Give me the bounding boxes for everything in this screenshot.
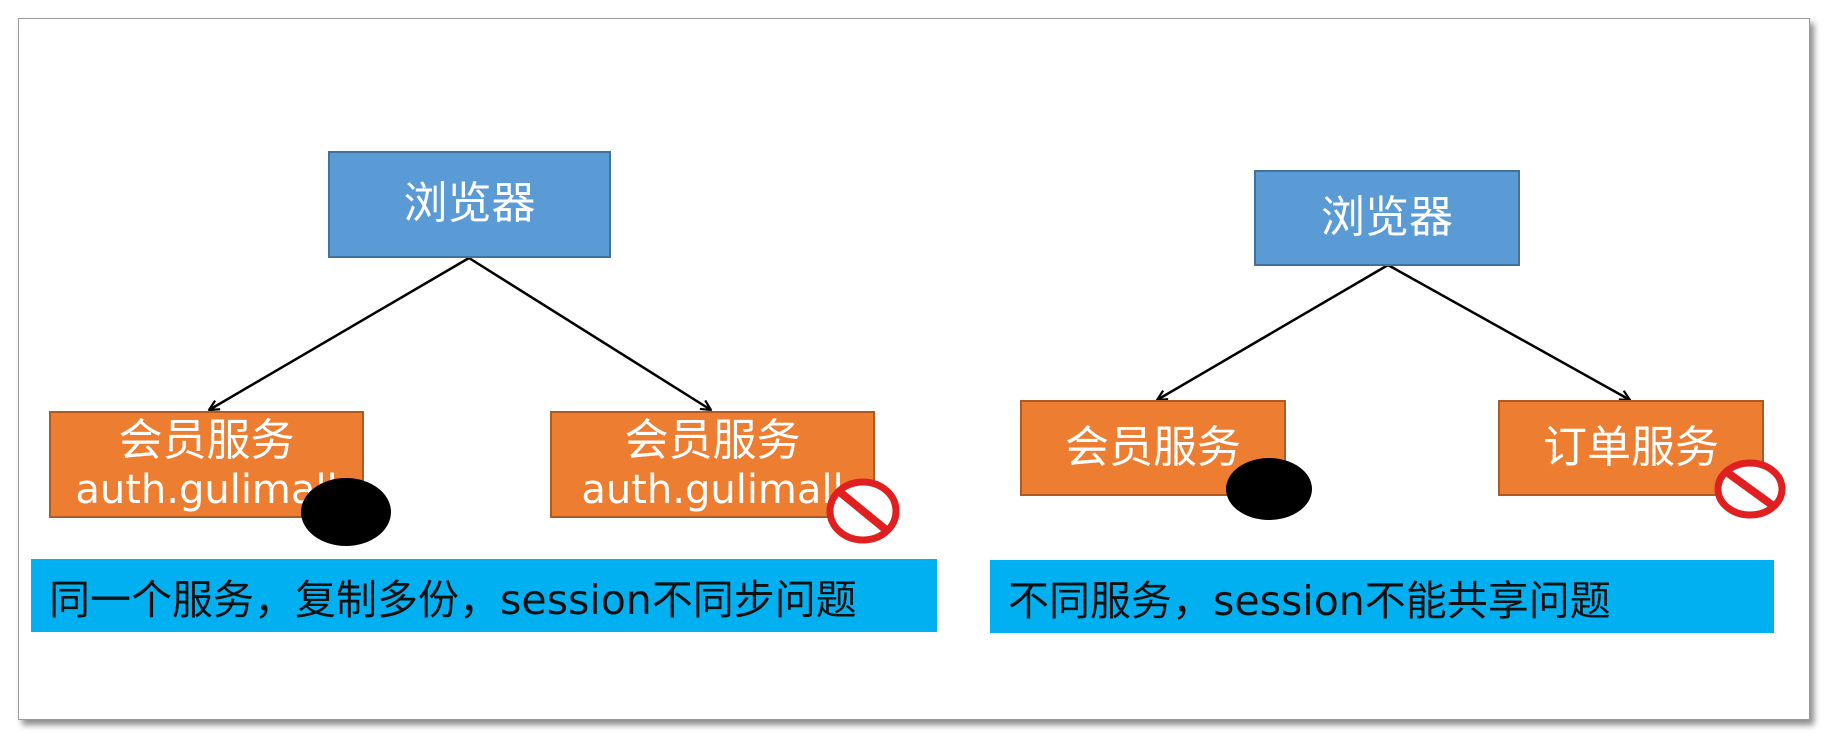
right-caption: 不同服务，session不能共享问题 (990, 560, 1774, 633)
node-label: 会员服务 (624, 415, 801, 467)
left-caption: 同一个服务，复制多份，session不同步问题 (31, 559, 937, 632)
node-label: 订单服务 (1543, 421, 1719, 473)
node-domain: auth.gulimall (581, 466, 844, 513)
right-caption-text: 不同服务，session不能共享问题 (1008, 576, 1611, 625)
left-browser-node: 浏览器 (328, 151, 611, 258)
edge-left-root-to-child2 (468, 256, 711, 410)
edge-left-root-to-child1 (209, 256, 470, 410)
edge-right-root-to-child2 (1387, 263, 1630, 400)
left-browser-label: 浏览器 (403, 178, 536, 230)
node-domain: auth.gulimall (75, 466, 338, 513)
right-browser-label: 浏览器 (1321, 191, 1453, 243)
edge-right-root-to-child1 (1157, 263, 1389, 400)
black-blob (1226, 458, 1312, 520)
node-label: 会员服务 (1065, 421, 1241, 473)
no-sign-icon (826, 478, 900, 544)
right-member-service-node: 会员服务 (1020, 400, 1286, 496)
right-browser-node: 浏览器 (1254, 170, 1520, 266)
black-blob (301, 478, 391, 546)
no-sign-icon (1714, 459, 1786, 519)
left-caption-text: 同一个服务，复制多份，session不同步问题 (49, 575, 857, 624)
left-member-service-node-2: 会员服务 auth.gulimall (550, 411, 875, 518)
node-label: 会员服务 (118, 415, 295, 467)
